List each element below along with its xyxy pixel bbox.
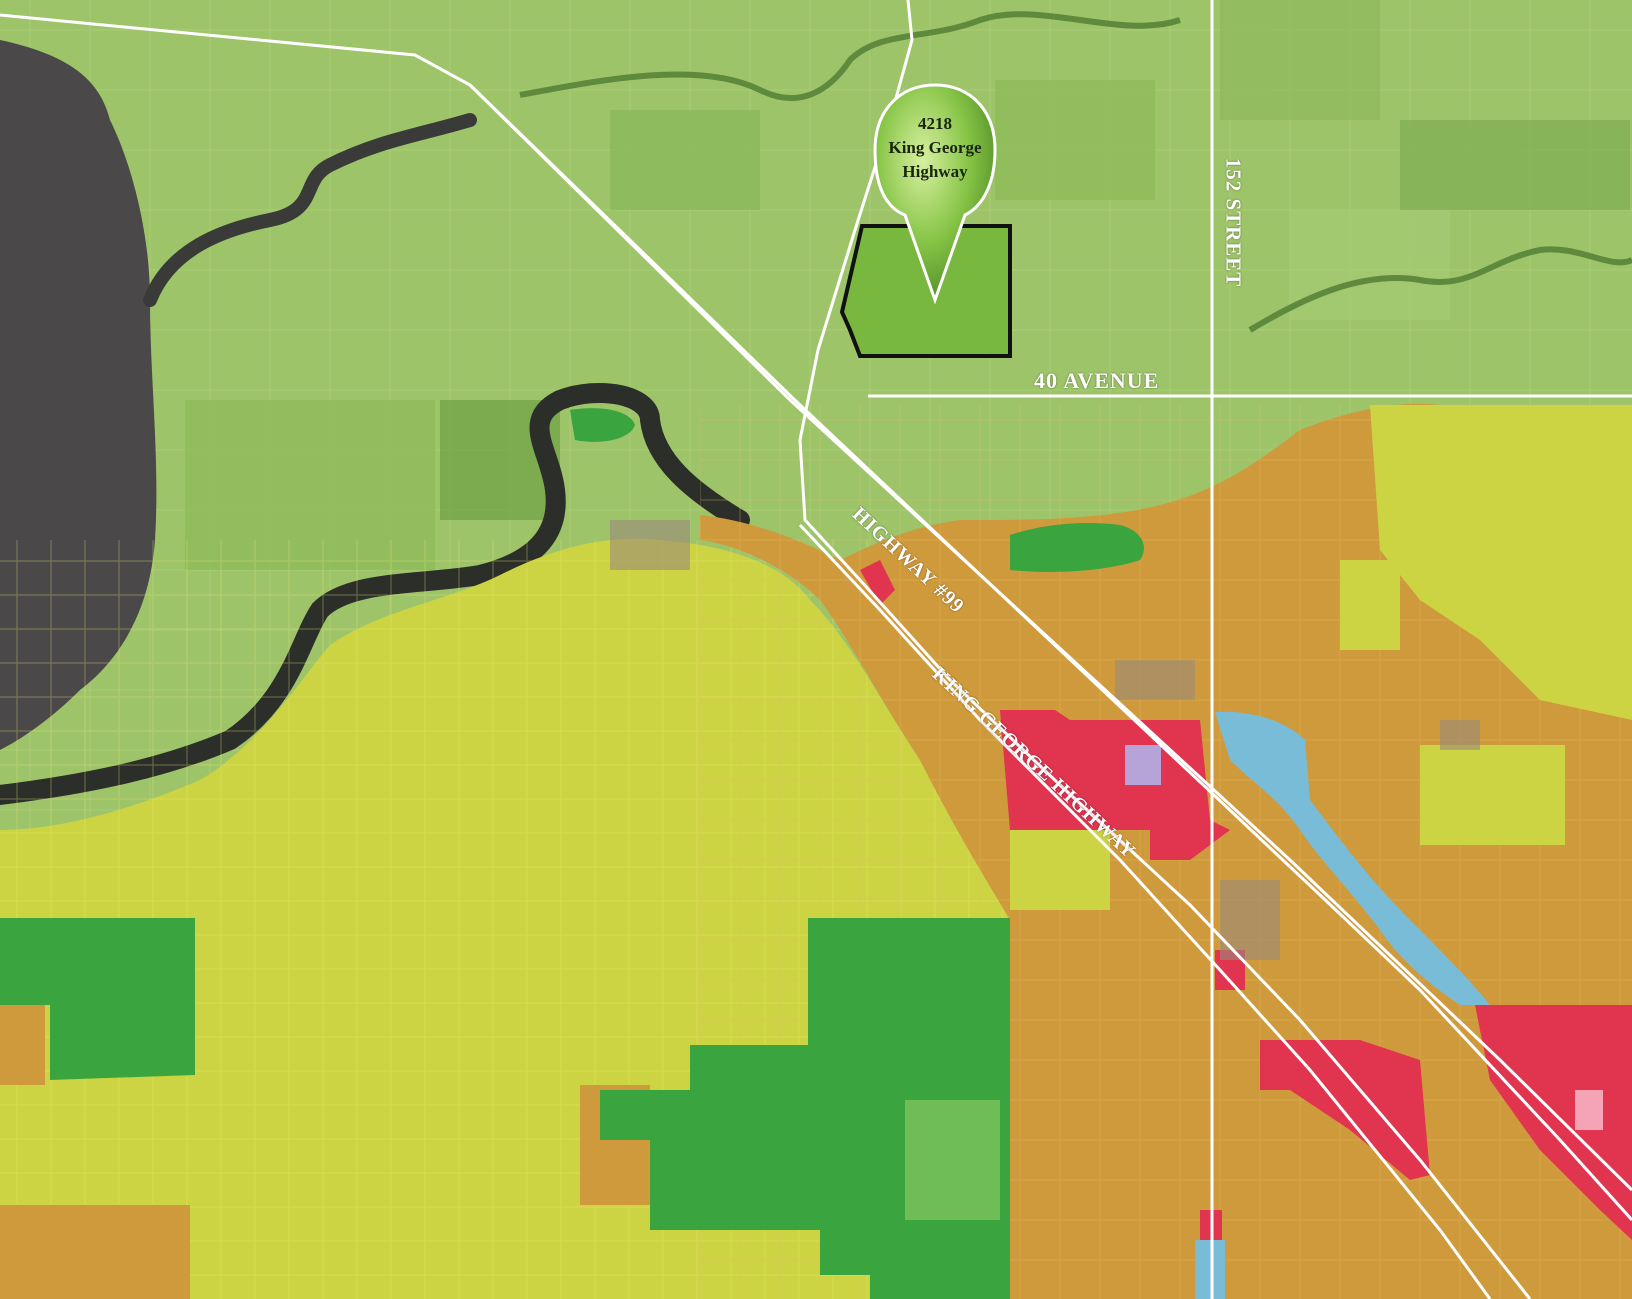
commercial-building <box>1125 745 1161 785</box>
commercial-zones <box>860 560 1632 1250</box>
serpentine-river <box>519 11 1632 333</box>
commercial-building-2 <box>1575 1090 1603 1130</box>
highway-99-road-2 <box>468 83 1632 1192</box>
developed-detail <box>610 520 1480 960</box>
industrial-patch <box>1195 1240 1225 1299</box>
creek <box>143 113 477 307</box>
pin-label-line2: King George <box>888 138 982 157</box>
sports-field <box>905 1100 1000 1220</box>
label-40-avenue: 40 AVENUE <box>1034 368 1160 393</box>
subject-site <box>839 224 1012 358</box>
pin-label-line3: Highway <box>902 162 968 181</box>
pin-shape[interactable] <box>873 83 997 305</box>
suburban-patches-east <box>0 405 1632 1299</box>
label-152-street: 152 STREET <box>1221 157 1246 288</box>
king-george-road-2 <box>798 523 1492 1299</box>
industrial-zone <box>1215 711 1490 1005</box>
location-pin[interactable] <box>873 83 997 305</box>
pin-label: 4218 King George Highway <box>860 112 1010 184</box>
pin-label-line1: 4218 <box>918 114 952 133</box>
